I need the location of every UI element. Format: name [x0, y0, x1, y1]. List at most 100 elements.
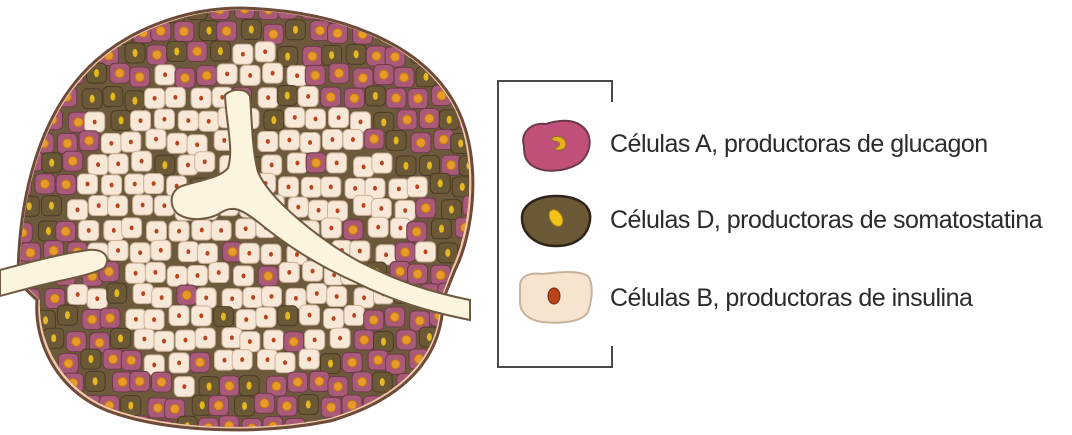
cell-nucleus — [439, 225, 444, 233]
cell-nucleus — [436, 271, 445, 280]
cell-nucleus — [469, 71, 478, 80]
cell-nucleus — [152, 50, 161, 59]
beta-cell — [407, 177, 427, 197]
delta-cell — [442, 65, 462, 85]
cell-nucleus — [415, 316, 424, 325]
alpha-cell — [416, 198, 436, 218]
cell-body — [366, 0, 386, 19]
cell-nucleus — [65, 311, 70, 319]
alpha-cell — [441, 155, 461, 175]
cell-nucleus — [153, 270, 157, 275]
cell-nucleus — [50, 294, 59, 303]
cell-nucleus — [308, 313, 312, 318]
cell-nucleus — [462, 4, 471, 13]
cell-nucleus — [285, 92, 290, 100]
cell-body — [45, 64, 65, 84]
cell-nucleus — [177, 229, 181, 234]
cell-body — [440, 373, 460, 393]
cell-body — [429, 349, 449, 369]
beta-cell — [209, 263, 229, 283]
cell-nucleus — [437, 7, 446, 16]
cell-nucleus — [159, 426, 168, 435]
cell-nucleus — [418, 49, 423, 57]
beta-cell — [395, 201, 415, 221]
beta-cell — [154, 331, 174, 351]
alpha-cell — [353, 68, 373, 88]
delta-cell — [235, 396, 255, 416]
cell-nucleus — [403, 115, 412, 124]
cell-nucleus — [283, 360, 287, 365]
cell-body — [433, 44, 453, 64]
beta-cell — [169, 221, 189, 241]
cell-nucleus — [329, 51, 334, 59]
cell-nucleus — [260, 399, 269, 408]
cell-nucleus — [204, 295, 208, 300]
cell-nucleus — [315, 291, 319, 296]
beta-cell — [300, 305, 320, 325]
cell-nucleus — [333, 382, 342, 391]
cell-nucleus — [63, 139, 72, 148]
cell-nucleus — [384, 252, 388, 257]
alpha-cell — [44, 417, 64, 435]
cell-nucleus — [325, 8, 334, 17]
cell-nucleus — [401, 422, 410, 431]
cell-nucleus — [162, 161, 167, 169]
delta-cell — [366, 0, 386, 19]
cell-nucleus — [157, 378, 166, 387]
alpha-cell — [408, 89, 428, 109]
cell-nucleus — [154, 137, 158, 142]
alpha-cell — [386, 354, 406, 374]
delta-cell — [14, 354, 34, 374]
islet-cells — [0, 0, 480, 435]
cell-body — [12, 43, 32, 63]
beta-cell — [144, 174, 164, 194]
cell-nucleus — [244, 226, 248, 231]
cell-body — [456, 0, 476, 19]
cell-nucleus — [95, 296, 99, 301]
cell-body — [456, 45, 476, 65]
alpha-cell — [328, 23, 348, 43]
beta-cell — [178, 242, 198, 262]
cell-body — [463, 375, 480, 395]
cell-nucleus — [83, 49, 92, 58]
beta-cell — [306, 109, 326, 129]
cell-nucleus — [266, 139, 270, 144]
legend-item-alpha-cells: Células A, productoras de glucagon — [512, 112, 1072, 176]
cell-nucleus — [112, 228, 116, 233]
beta-cell — [263, 63, 283, 83]
legend-frame-stub-top — [611, 80, 613, 102]
alpha-cell — [464, 328, 480, 348]
alpha-cell — [352, 372, 372, 392]
cell-nucleus — [193, 47, 202, 56]
legend-item-beta-cells: Células B, productoras de insulina — [512, 266, 1072, 330]
cell-nucleus — [461, 267, 470, 276]
beta-cell — [78, 174, 98, 194]
delta-cell — [239, 376, 259, 396]
beta-cell — [191, 306, 211, 326]
cell-nucleus — [394, 3, 403, 12]
cell-nucleus — [86, 182, 90, 187]
delta-cell — [419, 156, 439, 176]
cell-nucleus — [309, 185, 313, 190]
cell-nucleus — [117, 424, 122, 432]
cell-nucleus — [286, 185, 290, 190]
beta-cell — [298, 86, 318, 106]
cell-nucleus — [311, 71, 320, 80]
alpha-cell — [373, 418, 393, 435]
delta-cell — [42, 153, 62, 173]
cell-nucleus — [374, 5, 379, 13]
delta-cell — [22, 22, 42, 42]
cell-body — [58, 42, 78, 62]
alpha-cell — [121, 350, 141, 370]
alpha-cell — [100, 308, 120, 328]
cell-nucleus — [295, 252, 299, 257]
cell-nucleus — [270, 294, 274, 299]
cell-nucleus — [358, 377, 367, 386]
cell-nucleus — [94, 69, 99, 77]
beta-cell-nucleus — [548, 288, 560, 304]
cell-nucleus — [317, 208, 321, 213]
beta-cell — [278, 177, 298, 197]
alpha-cell — [12, 134, 32, 154]
cell-body — [22, 22, 42, 42]
alpha-cell — [66, 332, 86, 352]
